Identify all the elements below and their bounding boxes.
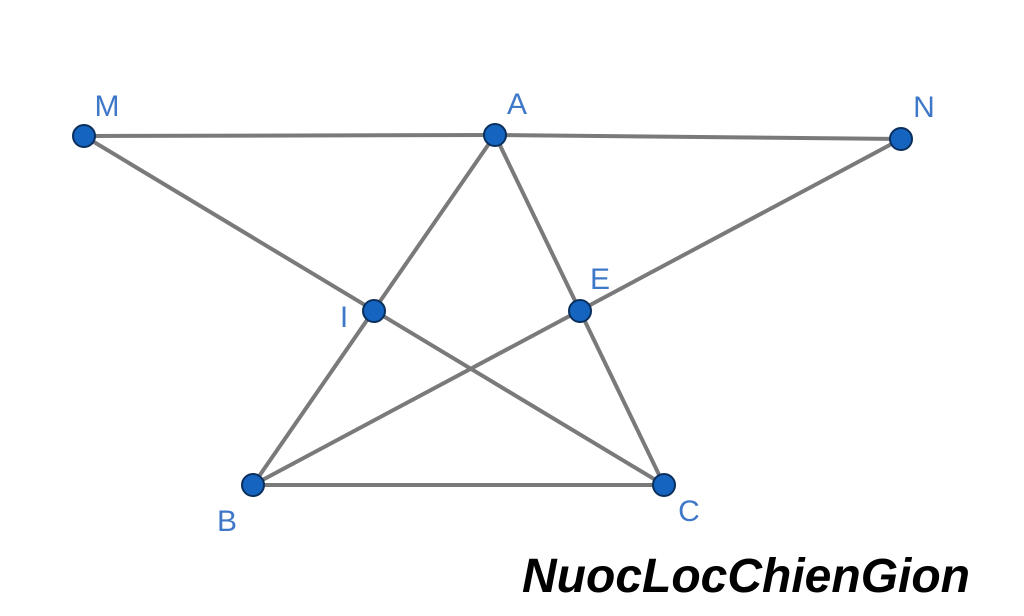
- labels-layer: M A N I E B C: [95, 88, 935, 538]
- watermark-text: NuocLocChienGion: [522, 550, 970, 603]
- point-label-i: I: [340, 301, 348, 334]
- point-n: [889, 127, 913, 151]
- point-i: [362, 299, 386, 323]
- points-layer: [72, 123, 913, 497]
- point-label-m: M: [95, 90, 120, 123]
- point-label-b: B: [217, 505, 237, 538]
- segment-ma: [82, 133, 497, 138]
- point-c: [652, 473, 676, 497]
- segments-layer: [82, 133, 903, 487]
- point-label-c: C: [678, 495, 700, 528]
- point-b: [241, 473, 265, 497]
- point-e: [568, 299, 592, 323]
- point-label-e: E: [590, 263, 610, 296]
- point-label-a: A: [507, 88, 527, 121]
- point-m: [72, 124, 96, 148]
- point-label-n: N: [913, 91, 935, 124]
- segment-an: [493, 133, 903, 141]
- point-a: [483, 123, 507, 147]
